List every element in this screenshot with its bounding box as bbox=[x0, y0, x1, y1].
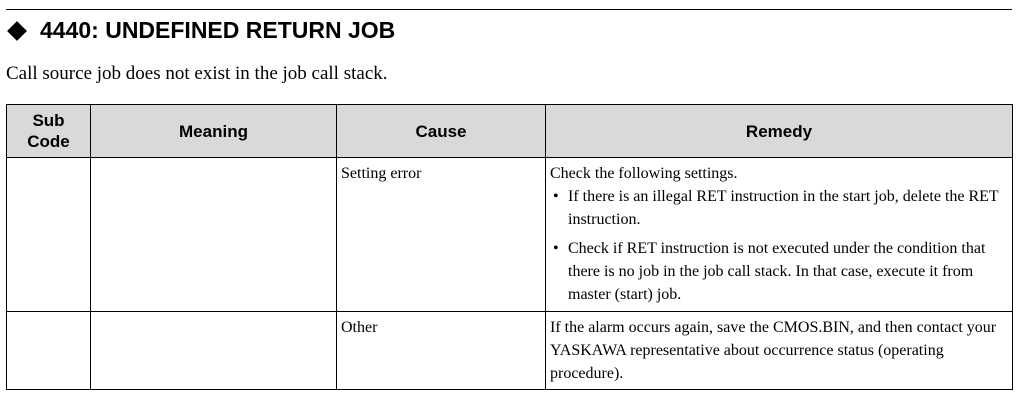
header-cause: Cause bbox=[336, 104, 546, 158]
table-row: Setting error Check the following settin… bbox=[6, 157, 1013, 312]
remedy-bullet-list: If there is an illegal RET instruction i… bbox=[550, 185, 1008, 306]
header-meaning: Meaning bbox=[90, 104, 337, 158]
table-row: Other If the alarm occurs again, save th… bbox=[6, 311, 1013, 390]
header-remedy: Remedy bbox=[545, 104, 1013, 158]
alarm-table: Sub Code Meaning Cause Remedy Setting er… bbox=[6, 104, 1013, 390]
remedy-intro: Check the following settings. bbox=[550, 165, 738, 182]
cause-cell: Setting error bbox=[336, 157, 546, 312]
meaning-cell bbox=[90, 157, 337, 312]
remedy-bullet: Check if RET instruction is not executed… bbox=[550, 237, 1008, 306]
table-header-row: Sub Code Meaning Cause Remedy bbox=[6, 104, 1013, 158]
alarm-heading: 4440: UNDEFINED RETURN JOB bbox=[6, 17, 395, 44]
remedy-cell: Check the following settings. If there i… bbox=[545, 157, 1013, 312]
meaning-cell bbox=[90, 311, 337, 390]
header-sub-code: Sub Code bbox=[6, 104, 91, 158]
remedy-bullet: If there is an illegal RET instruction i… bbox=[550, 185, 1008, 231]
remedy-cell: If the alarm occurs again, save the CMOS… bbox=[545, 311, 1013, 390]
diamond-bullet-icon bbox=[7, 20, 27, 41]
cause-cell: Other bbox=[336, 311, 546, 390]
sub-code-cell bbox=[6, 157, 91, 312]
sub-code-cell bbox=[6, 311, 91, 390]
top-rule bbox=[6, 9, 1012, 10]
alarm-description: Call source job does not exist in the jo… bbox=[6, 63, 388, 84]
alarm-title: 4440: UNDEFINED RETURN JOB bbox=[40, 17, 396, 43]
